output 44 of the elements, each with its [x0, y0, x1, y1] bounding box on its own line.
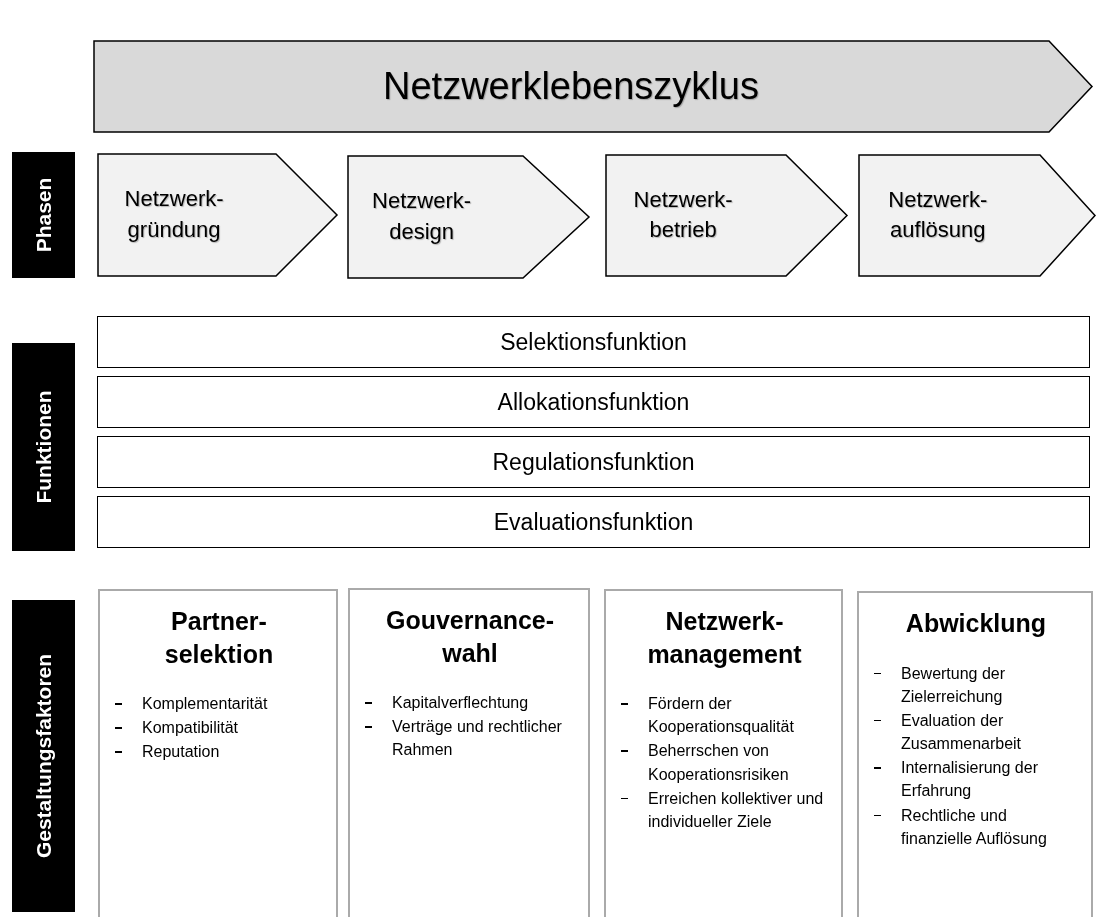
phase-pentagon — [97, 153, 338, 277]
card-heading: Abwicklung — [904, 608, 1048, 639]
function-label: Evaluationsfunktion — [493, 508, 694, 536]
factor-card — [98, 589, 338, 917]
phase-label: Netzwerk- betrieb — [632, 185, 734, 245]
function-bar — [97, 496, 1090, 548]
phase-label: Netzwerk- gründung — [123, 185, 225, 244]
phase-label: Netzwerk- design — [371, 187, 473, 246]
phase-pentagon — [858, 154, 1096, 277]
category-band — [12, 152, 75, 278]
function-label: Selektionsfunktion — [500, 328, 687, 356]
bullet-text: Verträge und rechtlicher Rahmen — [392, 717, 563, 761]
factor-card — [857, 591, 1093, 917]
function-bar — [97, 436, 1090, 488]
bullet-text: Komplementarität — [142, 694, 269, 714]
bullet-text: Reputation — [142, 742, 221, 763]
bullet-text: Fördern der Kooperationsqualität — [648, 694, 795, 738]
category-label: Gestaltungsfaktoren — [31, 653, 56, 859]
factor-card — [604, 589, 843, 917]
phase-label: Netzwerk- auflösung — [887, 185, 989, 245]
category-label: Phasen — [31, 177, 56, 253]
function-bar — [97, 376, 1090, 428]
bullet-text: Kompatibilität — [142, 718, 240, 739]
category-label: Funktionen — [31, 390, 56, 504]
card-heading: Netzwerk- management — [646, 606, 803, 670]
function-label: Allokationsfunktion — [497, 388, 690, 416]
category-band — [12, 600, 75, 912]
card-heading: Partner- selektion — [163, 606, 275, 670]
category-band — [12, 343, 75, 551]
phase-pentagon — [605, 154, 848, 277]
bullet-text: Kapitalverflechtung — [392, 693, 530, 713]
bullet-text: Bewertung der Zielerreichung — [901, 663, 1007, 707]
phase-pentagon — [347, 155, 590, 279]
diagram-heading: Netzwerklebenszyklus — [382, 63, 760, 109]
bullet-text: Evaluation der Zusammenarbeit — [901, 710, 1023, 755]
bullet-text: Beherrschen von Kooperationsrisiken — [648, 741, 790, 785]
function-bar — [97, 316, 1090, 368]
function-label: Regulationsfunktion — [492, 448, 695, 476]
bullet-text: Internalisierung der Erfahrung — [901, 758, 1039, 802]
card-heading: Gouvernance- wahl — [384, 605, 556, 669]
bullet-text: Erreichen kollektiver und individueller Ziele — [648, 788, 825, 832]
bullet-text: Rechtliche und finanzielle Auflösung — [901, 805, 1048, 849]
factor-card — [348, 588, 590, 917]
heading-banner — [93, 40, 1093, 133]
